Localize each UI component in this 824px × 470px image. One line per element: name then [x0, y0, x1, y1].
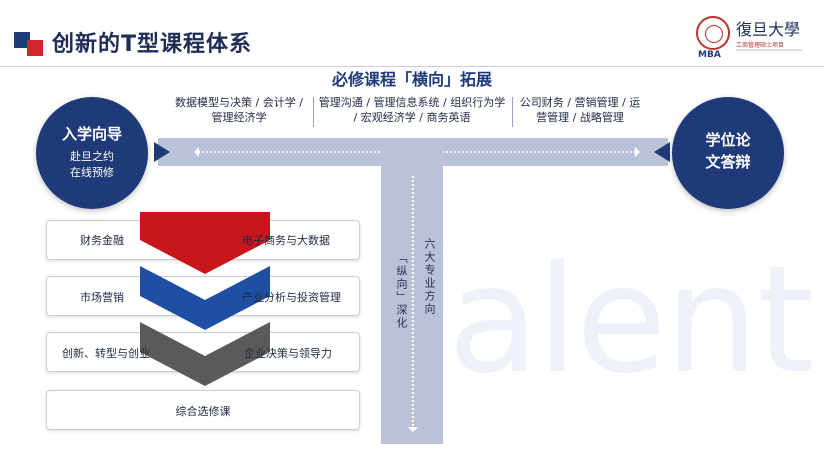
vertical-down-arrow-icon [408, 176, 418, 432]
direction-2-left: 市场营销 [80, 291, 124, 304]
watermark-text: alent [448, 234, 815, 406]
direction-1-right: 电子商务与大数据 [242, 234, 330, 247]
orientation-detail: 赴旦之约 在线预修 [36, 149, 148, 181]
core-course-group-2: 管理沟通 / 管理信息系统 / 组织行为学 / 宏观经济学 / 商务英语 [318, 96, 506, 124]
direction-row-2 [46, 276, 360, 316]
orientation-title: 入学向导 [61, 125, 122, 143]
brand-underline [736, 49, 802, 51]
directions-label: 六大专业方向 [423, 238, 436, 316]
thesis-line-2: 文答辩 [705, 153, 751, 171]
electives-label: 综合选修课 [175, 405, 231, 418]
direction-3-right: 企业决策与领导力 [244, 347, 332, 360]
title-square-blue [14, 32, 30, 48]
brand-subtitle: 工商管理硕士项目 [736, 42, 785, 49]
direction-chevrons [140, 212, 270, 386]
chevron-gray [140, 322, 270, 386]
brand-mba: MBA [698, 50, 721, 60]
thesis-circle: 学位论 文答辩 [672, 97, 784, 209]
arrow-right-icon [154, 142, 170, 162]
core-course-group-3: 公司财务 / 营销管理 / 运营管理 / 战略管理 [519, 96, 641, 124]
orientation-circle: 入学向导 赴旦之约 在线预修 [36, 97, 148, 209]
direction-2-right: 产业分析与投资管理 [242, 291, 341, 304]
thesis-title: 学位论 文答辩 [672, 129, 784, 173]
vertical-label: 「纵向」深化 [395, 252, 408, 330]
chevron-blue [140, 266, 270, 330]
orientation-line-2: 在线预修 [70, 166, 114, 179]
title-divider [0, 66, 824, 67]
brand-name: 復旦大學 [736, 20, 801, 39]
title-square-red [27, 40, 43, 56]
group-separator [512, 97, 513, 127]
page-title: 创新的T型课程体系 [52, 32, 253, 57]
direction-1-left: 财务金融 [80, 234, 124, 247]
seal-icon [696, 16, 730, 50]
thesis-line-1: 学位论 [705, 131, 751, 149]
core-course-group-1: 数据模型与决策 / 会计学 / 管理经济学 [175, 96, 303, 124]
arrow-left-icon [654, 142, 670, 162]
direction-3-left: 创新、转型与创业 [62, 347, 150, 360]
orientation-line-1: 赴旦之约 [70, 150, 114, 163]
electives-row [46, 390, 360, 430]
university-logo: 復旦大學 MBA 工商管理硕士项目 [696, 16, 806, 60]
group-separator [313, 97, 314, 127]
horizontal-title: 必修课程「横向」拓展 [331, 70, 492, 89]
chevron-red [140, 212, 270, 274]
